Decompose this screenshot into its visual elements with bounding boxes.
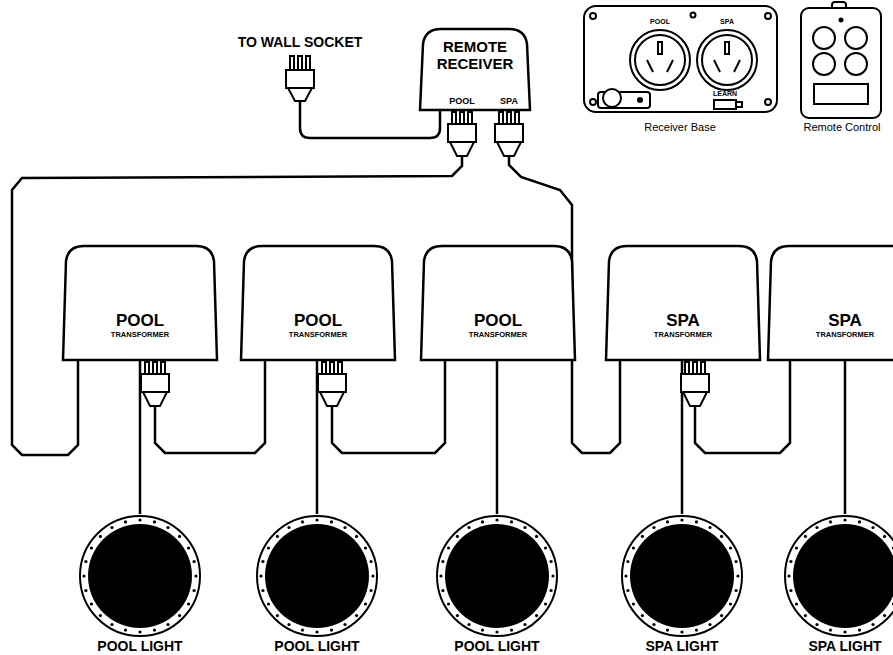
- light-symbol: [435, 514, 559, 638]
- light-label: SPA LIGHT: [783, 638, 893, 654]
- light-symbol: [78, 514, 202, 638]
- light-node: SPA LIGHT: [783, 514, 893, 654]
- figure-caption: Receiver Base: [644, 121, 716, 133]
- transformer-name: SPA: [767, 311, 893, 330]
- transformer-caption: TRANSFORMER: [767, 330, 893, 339]
- light-node: POOL LIGHT: [255, 514, 379, 654]
- transformer-outline: [420, 245, 576, 360]
- light-label: POOL LIGHT: [255, 638, 379, 654]
- part-label: LEARN: [713, 90, 737, 97]
- port-label: POOL: [442, 96, 482, 106]
- transformer-box: POOLTRANSFORMER: [420, 245, 576, 360]
- transformer-box: POOLTRANSFORMER: [240, 245, 396, 360]
- plug-caption: TO WALL SOCKET: [238, 34, 363, 50]
- transformer-outline: [240, 245, 396, 360]
- figure-caption: Remote Control: [803, 121, 880, 133]
- light-node: POOL LIGHT: [435, 514, 559, 654]
- receiver-base-illustration: [584, 6, 777, 112]
- cable: [155, 360, 265, 453]
- transformer-name: POOL: [62, 311, 218, 330]
- plug-symbol: [141, 362, 169, 406]
- light-symbol: [620, 514, 744, 638]
- transformer-box: POOLTRANSFORMER: [62, 245, 218, 360]
- transformer-caption: TRANSFORMER: [605, 330, 761, 339]
- transformer-caption: TRANSFORMER: [240, 330, 396, 339]
- receiver-title: REMOTE RECEIVER: [429, 38, 521, 72]
- light-node: POOL LIGHT: [78, 514, 202, 654]
- transformer-caption: TRANSFORMER: [420, 330, 576, 339]
- cable: [12, 110, 462, 455]
- light-label: POOL LIGHT: [78, 638, 202, 654]
- transformer-outline: [62, 245, 218, 360]
- transformer-caption: TRANSFORMER: [62, 330, 218, 339]
- light-label: SPA LIGHT: [620, 638, 744, 654]
- part-label: POOL: [650, 18, 670, 25]
- plug-symbol: [681, 362, 709, 406]
- cable: [496, 360, 499, 514]
- transformer-box: SPATRANSFORMER: [605, 245, 761, 360]
- transformer-name: POOL: [240, 311, 396, 330]
- receiver-box: REMOTE RECEIVER POOL SPA: [419, 28, 531, 110]
- transformer-outline: [767, 245, 893, 360]
- transformer-name: SPA: [605, 311, 761, 330]
- transformer-box: SPATRANSFORMER: [767, 245, 893, 360]
- light-symbol: [255, 514, 379, 638]
- light-node: SPA LIGHT: [620, 514, 744, 654]
- light-label: POOL LIGHT: [435, 638, 559, 654]
- port-row: POOL SPA: [419, 96, 531, 106]
- remote-control-illustration: [801, 2, 881, 118]
- cable: [332, 360, 445, 453]
- transformer-outline: [605, 245, 761, 360]
- transformer-name: POOL: [420, 311, 576, 330]
- plug-symbol: [318, 362, 346, 406]
- plug-symbol: [495, 112, 523, 156]
- port-label: SPA: [489, 96, 529, 106]
- plug-symbol: [448, 112, 476, 156]
- part-label: SPA: [720, 18, 734, 25]
- light-symbol: [783, 514, 893, 638]
- wall-plug: [286, 56, 314, 101]
- cable: [844, 360, 847, 514]
